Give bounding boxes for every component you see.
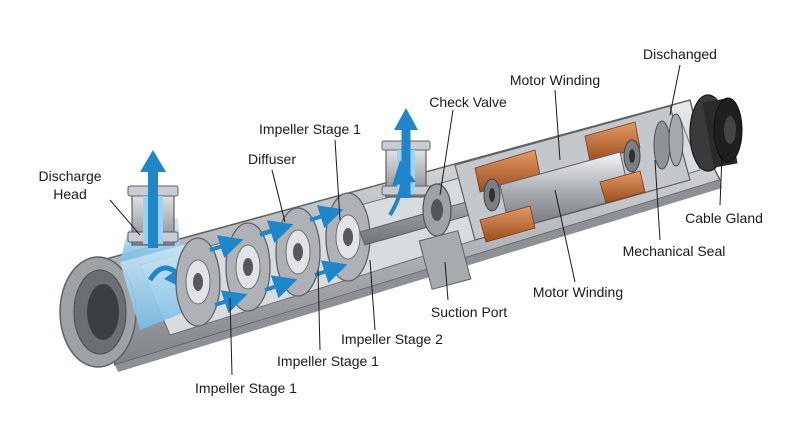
label-discharge-head-2: Head: [53, 186, 86, 202]
label-dischanged: Dischanged: [643, 46, 717, 62]
leader-lines: [109, 64, 723, 376]
label-mechanical-seal: Mechanical Seal: [623, 243, 726, 259]
flow-arrowhead-discharge: [140, 150, 166, 172]
label-impeller-stage-1-mid: Impeller Stage 1: [277, 353, 379, 369]
impeller-1: [175, 237, 221, 327]
label-motor-winding-bottom: Motor Winding: [533, 284, 623, 300]
motor-housing: [454, 105, 691, 243]
flow-arrows-stages: [209, 160, 416, 314]
label-cable-gland: Cable Gland: [685, 210, 763, 226]
label-check-valve: Check Valve: [429, 94, 507, 110]
label-discharge-head-1: Discharge: [38, 168, 101, 184]
cable-gland-cap: [689, 94, 743, 172]
label-suction-port: Suction Port: [431, 304, 507, 320]
label-motor-winding-top: Motor Winding: [510, 72, 600, 88]
pump-inlet-end: [59, 256, 137, 368]
label-impeller-stage-1-bottom: Impeller Stage 1: [195, 380, 297, 396]
label-impeller-stage-1-top: Impeller Stage 1: [259, 121, 361, 137]
check-valve-body: [418, 183, 472, 290]
label-diffuser: Diffuser: [248, 151, 296, 167]
label-impeller-stage-2: Impeller Stage 2: [341, 331, 443, 347]
flow-arrowhead-mid: [394, 108, 418, 130]
bearings: [483, 139, 641, 212]
mechanical-seal: [653, 113, 684, 170]
labels: Discharge Head Diffuser Impeller Stage 1…: [38, 46, 762, 396]
